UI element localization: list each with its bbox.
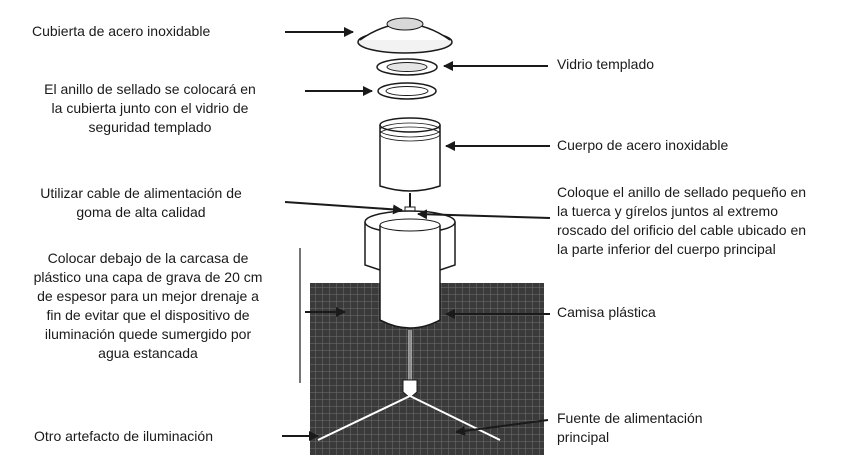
- pointer-small-ring: [417, 209, 551, 220]
- stainless-cover: [357, 17, 453, 54]
- label-cable: Utilizar cable de alimentación de goma d…: [40, 185, 242, 220]
- label-other-fixture: Otro artefacto de iluminación: [34, 428, 213, 444]
- pointer-power-source: [455, 419, 549, 436]
- tempered-glass-ring: [376, 58, 438, 76]
- label-small-ring: Coloque el anillo de sellado pequeño en …: [557, 184, 807, 257]
- stainless-body: [379, 117, 441, 192]
- plastic-sleeve: [364, 210, 456, 329]
- label-sealing-ring: El anillo de sellado se colocará en la c…: [44, 81, 256, 135]
- label-body: Cuerpo de acero inoxidable: [557, 137, 729, 153]
- pointer-cable: [284, 201, 403, 215]
- label-power-source: Fuente de alimentación principal: [557, 410, 703, 445]
- label-sleeve: Camisa plástica: [557, 304, 656, 320]
- label-cover: Cubierta de acero inoxidable: [32, 23, 211, 39]
- label-tempered-glass: Vidrio templado: [557, 56, 655, 72]
- sealing-ring: [377, 82, 437, 100]
- label-gravel: Colocar debajo de la carcasa de plástico…: [33, 250, 263, 361]
